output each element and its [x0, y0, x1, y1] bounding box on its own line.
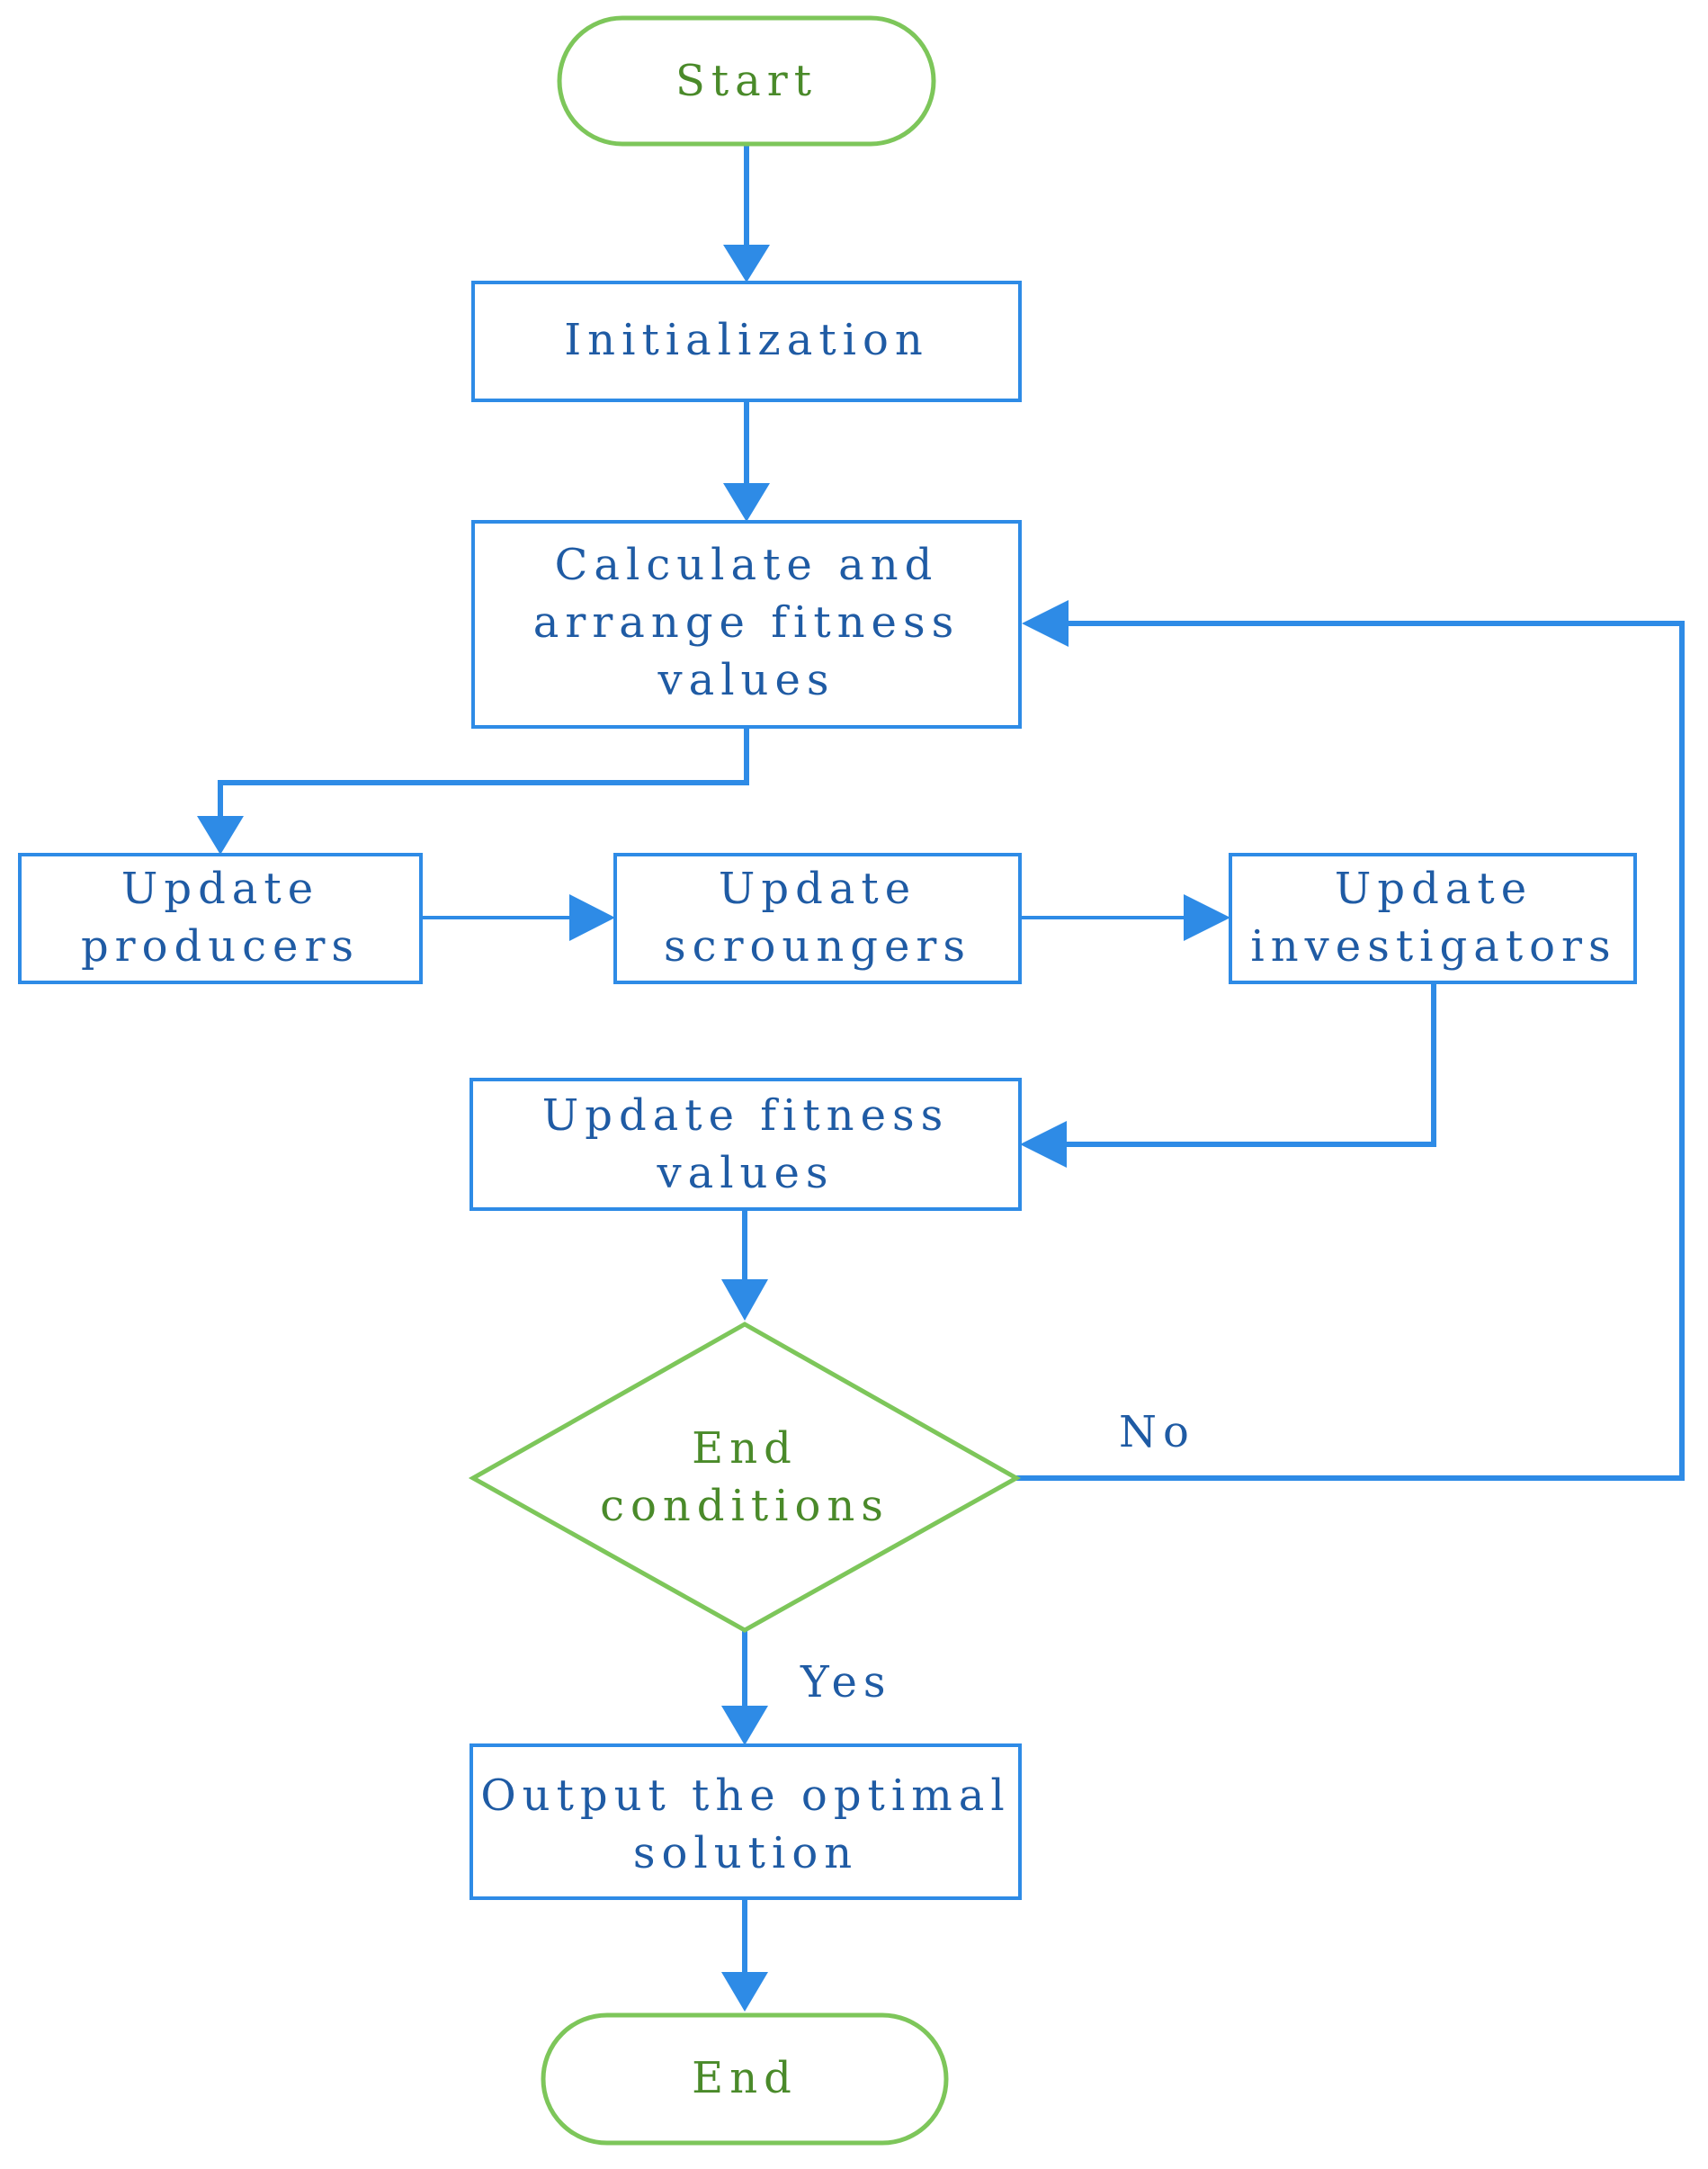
calculate-fitness-label-line-2: arrange fitness: [533, 597, 960, 648]
no-edge-label: No: [1119, 1407, 1195, 1457]
arrowhead-calculate: [723, 483, 770, 522]
connectors: [218, 144, 1685, 1972]
output-solution-label-line-1: Output the optimal: [480, 1770, 1010, 1821]
arrowhead-output: [721, 1706, 768, 1745]
update-fitness-label-line-2: values: [656, 1148, 834, 1198]
update-investigators-node: Update investigators: [1229, 853, 1637, 984]
initialization-label: Initialization: [564, 315, 929, 365]
update-scroungers-label-line-1: Update: [719, 864, 917, 914]
start-node: Start: [557, 15, 936, 147]
end-label: End: [692, 2053, 798, 2103]
arrowhead-scroungers: [569, 894, 615, 941]
edge-investigators-to-update-fitness: [1061, 982, 1436, 1147]
end-conditions-decision: End conditions: [468, 1322, 1022, 1633]
arrowhead-update-fitness: [1020, 1121, 1067, 1168]
yes-edge-label: Yes: [800, 1657, 892, 1707]
update-fitness-node: Update fitness values: [469, 1078, 1022, 1211]
arrowhead-investigators: [1184, 894, 1230, 941]
output-solution-node: Output the optimal solution: [469, 1743, 1022, 1900]
arrowhead-initialization: [723, 245, 770, 282]
update-producers-label-line-1: Update: [121, 864, 319, 914]
arrowhead-producers: [197, 816, 244, 855]
calculate-fitness-label-line-3: values: [657, 655, 835, 705]
update-investigators-label-line-2: investigators: [1250, 921, 1616, 972]
update-producers-node: Update producers: [18, 853, 423, 984]
start-label: Start: [675, 56, 818, 106]
end-node: End: [541, 2012, 949, 2146]
output-solution-label-line-2: solution: [633, 1828, 858, 1878]
update-scroungers-label-line-2: scroungers: [664, 921, 971, 972]
end-conditions-label-line-1: End: [692, 1423, 798, 1474]
arrowhead-end-conditions: [721, 1279, 768, 1321]
update-investigators-label-line-1: Update: [1335, 864, 1533, 914]
initialization-node: Initialization: [471, 281, 1022, 402]
arrowhead-calculate-loop: [1022, 600, 1069, 647]
edge-no-loop-to-calculate: [1016, 621, 1685, 1481]
edge-calculate-to-producers: [218, 727, 749, 820]
calculate-fitness-node: Calculate and arrange fitness values: [471, 520, 1022, 729]
arrowhead-end: [721, 1972, 768, 2012]
arrowheads: [197, 245, 1230, 2012]
update-fitness-label-line-1: Update fitness: [542, 1090, 949, 1141]
update-scroungers-node: Update scroungers: [613, 853, 1022, 984]
end-conditions-label-line-2: conditions: [600, 1481, 890, 1531]
update-producers-label-line-2: producers: [81, 921, 360, 972]
calculate-fitness-label-line-1: Calculate and: [555, 540, 939, 590]
